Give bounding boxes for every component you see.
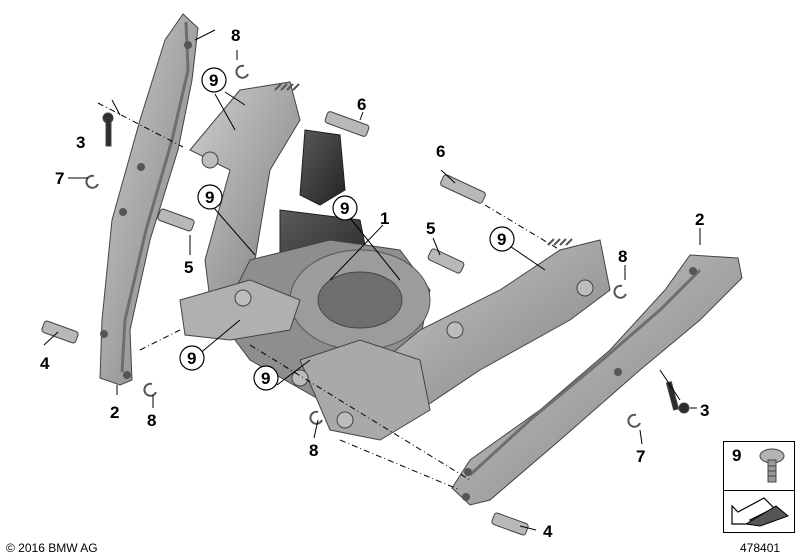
arrow-icon — [731, 497, 789, 527]
left-bracket — [99, 13, 199, 386]
callout-circle — [201, 67, 227, 93]
pin-5-right — [427, 248, 465, 274]
pin-6-right — [440, 174, 486, 204]
label-part-8: 8 — [147, 411, 156, 430]
label-part-5: 5 — [426, 219, 435, 238]
pin-4-lower — [491, 512, 529, 536]
clips — [85, 64, 641, 428]
part-labels: 1 2 2 3 3 4 4 5 5 6 6 7 7 8 8 8 8 9 9 9 … — [40, 26, 709, 541]
label-part-9: 9 — [205, 188, 214, 207]
pin-4-left — [41, 320, 79, 344]
label-part-3: 3 — [76, 133, 85, 152]
screw-3-right — [665, 381, 690, 414]
label-part-9: 9 — [261, 369, 270, 388]
pin-5-left — [157, 208, 195, 232]
legend-divider — [724, 490, 794, 491]
diagram-number: 478401 — [740, 541, 781, 555]
callout-circle — [332, 195, 358, 221]
callout-circle — [253, 365, 279, 391]
callout-circle — [489, 226, 515, 252]
label-part-5: 5 — [184, 258, 193, 277]
label-part-8: 8 — [618, 247, 627, 266]
label-part-6: 6 — [436, 142, 445, 161]
legend-item-number: 9 — [732, 446, 742, 465]
label-part-9: 9 — [340, 199, 349, 218]
label-part-2: 2 — [695, 210, 704, 229]
label-part-7: 7 — [636, 447, 645, 466]
label-part-9: 9 — [187, 349, 196, 368]
pin-6-upper — [324, 111, 370, 137]
callout-circle — [197, 184, 223, 210]
label-part-9: 9 — [497, 230, 506, 249]
label-part-4: 4 — [543, 522, 553, 541]
label-part-2: 2 — [110, 403, 119, 422]
copyright-text: © 2016 BMW AG — [6, 541, 98, 555]
fasteners — [41, 64, 690, 536]
screw-3-left — [102, 112, 114, 147]
right-bracket — [451, 254, 743, 506]
leader-lines — [43, 29, 701, 531]
legend-box: 9 — [723, 441, 795, 533]
label-part-8: 8 — [309, 441, 318, 460]
label-part-4: 4 — [40, 354, 50, 373]
main-assembly — [179, 81, 611, 441]
label-part-3: 3 — [700, 401, 709, 420]
label-part-1: 1 — [380, 209, 389, 228]
label-part-8: 8 — [231, 26, 240, 45]
label-part-7: 7 — [55, 169, 64, 188]
label-part-6: 6 — [357, 95, 366, 114]
callout-circles — [179, 67, 515, 391]
screw-icon — [759, 448, 785, 483]
label-part-9: 9 — [209, 71, 218, 90]
callout-circle — [179, 345, 205, 371]
